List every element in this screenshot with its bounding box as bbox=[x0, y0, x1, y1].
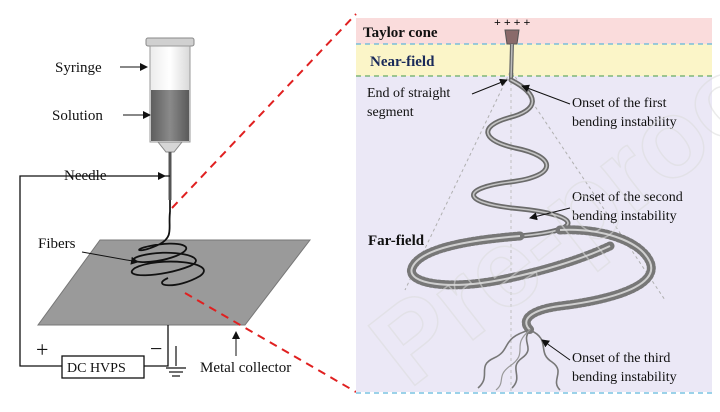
third-bending-label-line1: Onset of the third bbox=[572, 351, 670, 366]
zoom-line-bottom bbox=[184, 292, 357, 393]
metal-collector-label: Metal collector bbox=[200, 360, 291, 376]
third-bending-label-line2: bending instability bbox=[572, 370, 677, 385]
taylor-cone-band bbox=[356, 18, 712, 44]
second-bending-label-line1: Onset of the second bbox=[572, 190, 683, 205]
taylor-cone bbox=[504, 29, 520, 45]
near-field-band bbox=[356, 44, 712, 76]
dc-hvps-box bbox=[61, 355, 145, 379]
needle-label: Needle bbox=[64, 168, 107, 184]
end-straight-label-line1: End of straight bbox=[367, 86, 450, 101]
dc-hvps-label: DC HVPS bbox=[67, 361, 126, 376]
right-panel: + + + + Taylor cone Near-field Far-field… bbox=[356, 15, 712, 394]
fibers-label: Fibers bbox=[38, 236, 76, 252]
zoom-line-top bbox=[171, 13, 357, 209]
circuit-wire-ground bbox=[144, 325, 169, 367]
second-bending-label-line2: bending instability bbox=[572, 209, 677, 224]
syringe-label: Syringe bbox=[55, 60, 102, 76]
left-panel: Syringe Solution Needle Fibers + − DC HV… bbox=[19, 37, 312, 379]
plus-sign: + bbox=[36, 337, 48, 362]
near-field-label: Near-field bbox=[370, 54, 435, 70]
charges: + + + + bbox=[494, 15, 531, 29]
circuit-wire-positive bbox=[19, 175, 170, 367]
solution-label: Solution bbox=[52, 108, 103, 124]
fibers bbox=[131, 211, 205, 287]
syringe bbox=[145, 37, 195, 153]
ground-symbol bbox=[166, 346, 186, 377]
third-bending-strands bbox=[477, 329, 561, 391]
taylor-cone-label: Taylor cone bbox=[363, 25, 438, 41]
metal-collector-plate bbox=[37, 239, 312, 326]
solution-fill bbox=[151, 90, 189, 141]
minus-sign: − bbox=[150, 336, 162, 361]
far-field-label: Far-field bbox=[368, 233, 425, 249]
first-bending-label-line1: Onset of the first bbox=[572, 96, 667, 111]
first-bending-label-line2: bending instability bbox=[572, 115, 677, 130]
end-straight-label-line2: segment bbox=[367, 105, 414, 120]
